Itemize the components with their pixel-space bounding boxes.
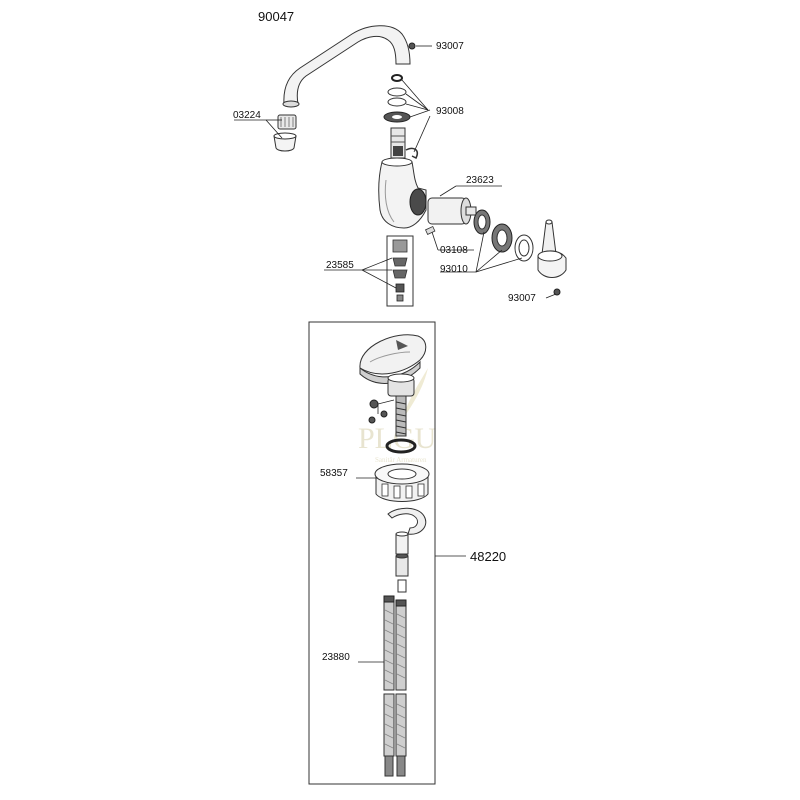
label-hoses: 23880 xyxy=(322,652,350,663)
threaded-insert-part xyxy=(368,373,415,437)
watermark-subtitle: Sanitär Armaturen xyxy=(375,456,427,464)
label-rings: 93010 xyxy=(440,264,468,275)
rings-part xyxy=(473,209,534,262)
mounting-kit-frame xyxy=(308,321,436,785)
cartridge-part xyxy=(427,197,477,225)
mount-ring-part xyxy=(356,463,430,502)
watermark-leaf-icon xyxy=(402,368,428,420)
label-valve-set: 23585 xyxy=(326,260,354,271)
spindle-part xyxy=(390,127,418,160)
faucet-assembly xyxy=(234,25,567,307)
valve-set-part xyxy=(386,235,414,307)
label-seals: 93008 xyxy=(436,106,464,117)
label-pin: 03108 xyxy=(440,245,468,256)
label-main-assembly: 90047 xyxy=(258,9,294,24)
part-labels: 90047 93007 93008 03224 23623 03108 9301… xyxy=(233,9,536,663)
body-shade xyxy=(384,179,395,223)
hoses-part xyxy=(358,595,407,777)
label-mount-ring: 58357 xyxy=(320,468,348,479)
mounting-kit-box xyxy=(308,321,466,785)
label-aerator: 03224 xyxy=(233,110,261,121)
horseshoe-clip-part xyxy=(387,507,427,535)
label-screw-top: 93007 xyxy=(436,41,464,52)
aerator-part xyxy=(273,114,297,152)
top-leader-lines xyxy=(234,45,557,299)
lever-part xyxy=(537,219,567,296)
top-seals-part xyxy=(383,42,416,123)
spout-tip-part xyxy=(282,100,300,108)
pin-part xyxy=(424,225,436,235)
body-outlet-part xyxy=(409,188,427,216)
label-cartridge: 23623 xyxy=(466,175,494,186)
spout-part xyxy=(283,25,411,105)
label-mount-kit: 48220 xyxy=(470,549,506,564)
spacer-parts xyxy=(395,531,409,593)
label-screw-lever: 93007 xyxy=(508,293,536,304)
sealing-ring-part xyxy=(385,438,417,454)
